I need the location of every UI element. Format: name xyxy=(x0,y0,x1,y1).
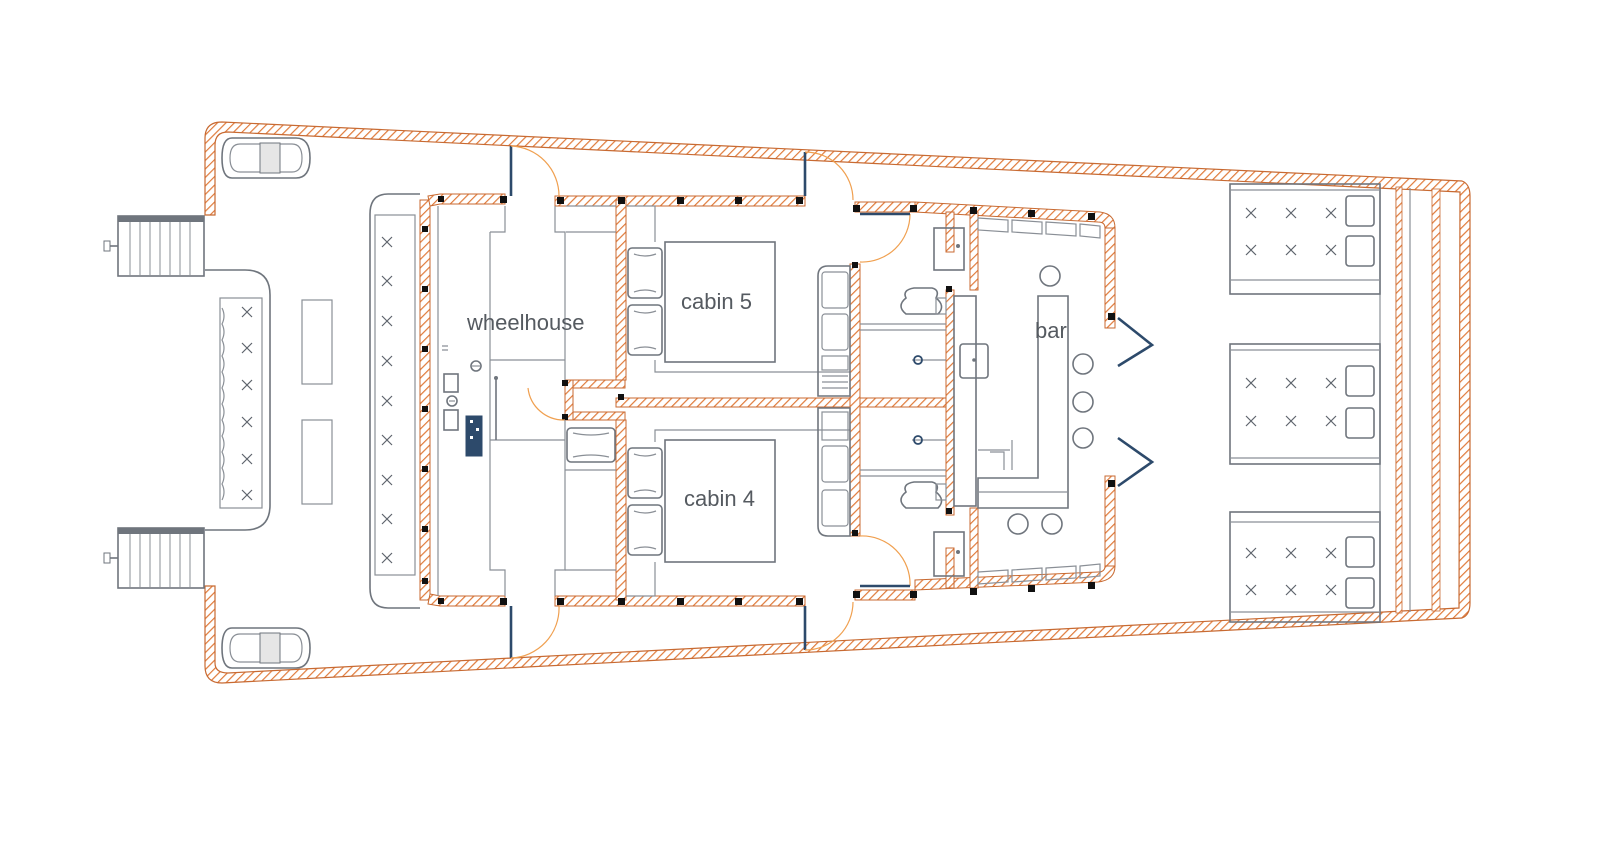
cabin-4-bed xyxy=(664,439,776,563)
sink-icon xyxy=(933,227,965,271)
swim-ladder-top xyxy=(103,215,205,277)
cabin-4 xyxy=(565,427,850,597)
wheelhouse-interior xyxy=(437,205,616,596)
superstructure-walls xyxy=(419,193,1116,607)
sink-icon xyxy=(933,531,965,577)
helm-console xyxy=(465,415,483,457)
tender-top xyxy=(221,137,311,179)
cabin-5 xyxy=(626,205,850,373)
aft-bench xyxy=(205,269,271,531)
room-label-cabin-5: cabin 5 xyxy=(681,289,752,314)
doors xyxy=(509,145,1155,659)
bar-stools xyxy=(1007,265,1094,535)
tender-bottom xyxy=(221,627,311,669)
room-label-wheelhouse: wheelhouse xyxy=(466,310,584,335)
room-label-cabin-4: cabin 4 xyxy=(684,486,755,511)
shower-icon xyxy=(913,355,923,365)
swim-ladder-bottom xyxy=(103,527,205,589)
cabin-5-bed xyxy=(664,241,776,363)
shower-icon xyxy=(913,435,923,445)
deck-hatch-top xyxy=(301,299,333,385)
heads xyxy=(860,227,989,577)
wardrobes xyxy=(817,265,851,537)
deck-hatch-bottom xyxy=(301,419,333,505)
wall-posts xyxy=(422,196,1115,605)
foredeck-sunbeds xyxy=(1229,183,1381,623)
bar-area xyxy=(977,217,1101,585)
room-label-bar: bar xyxy=(1035,318,1067,343)
bar-counter xyxy=(977,295,1069,509)
aft-lounge-sofa xyxy=(369,193,420,609)
